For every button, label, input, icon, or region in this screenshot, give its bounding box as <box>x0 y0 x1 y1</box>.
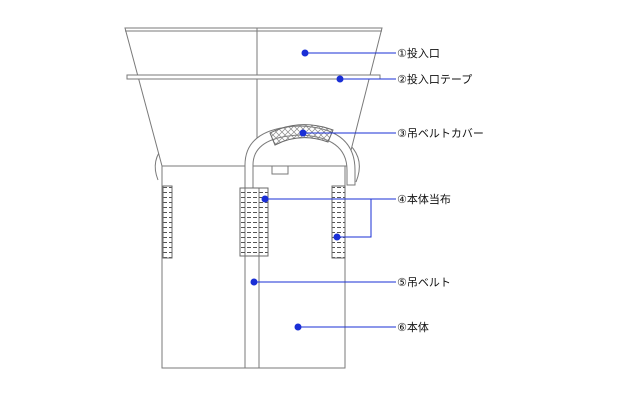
label-6: ⑥本体 <box>397 320 429 334</box>
right-side-loop <box>349 144 360 183</box>
pointer-line-4b <box>337 199 372 238</box>
belt-tab <box>271 165 289 175</box>
pointer-dot-3 <box>299 129 307 137</box>
label-3-text: 吊ベルトカバー <box>407 127 484 140</box>
lifting-belt-arch-outer <box>244 125 356 191</box>
label-5: ⑤吊ベルト <box>397 276 451 289</box>
label-1-text: 投入口 <box>407 46 440 60</box>
pointer-dot-4a <box>261 195 269 203</box>
pointer-dot-4b <box>333 233 341 241</box>
label-4-num: ④ <box>397 193 407 206</box>
label-5-text: 吊ベルト <box>407 276 451 289</box>
pointer-dot-6 <box>294 323 302 331</box>
pointer-dot-5 <box>250 278 258 286</box>
label-1: ①投入口 <box>397 46 440 60</box>
inlet-tape <box>126 74 381 80</box>
pointer-dot-2 <box>336 75 344 83</box>
label-2-text: 投入口テープ <box>407 72 472 86</box>
label-4: ④本体当布 <box>397 192 451 206</box>
label-6-num: ⑥ <box>397 321 407 334</box>
label-2: ②投入口テープ <box>397 72 472 86</box>
right-patch-cloth <box>331 185 346 259</box>
label-1-num: ① <box>397 47 407 60</box>
label-6-text: 本体 <box>407 320 429 334</box>
pointer-dot-1 <box>301 49 309 57</box>
label-4-text: 本体当布 <box>407 192 451 206</box>
label-3-num: ③ <box>397 127 407 140</box>
label-2-num: ② <box>397 73 407 86</box>
label-3: ③吊ベルトカバー <box>397 127 484 140</box>
left-patch-cloth <box>162 185 173 259</box>
label-5-num: ⑤ <box>397 276 407 289</box>
